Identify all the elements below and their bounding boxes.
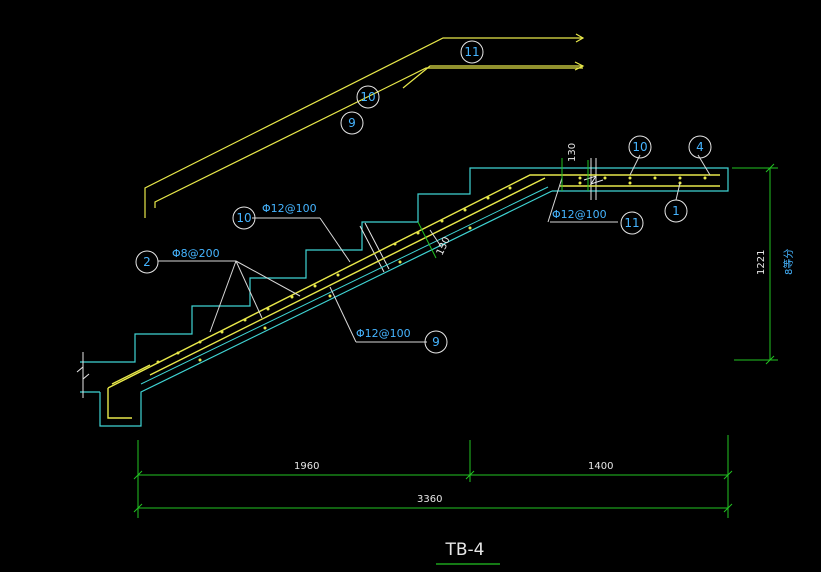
rebar-in-section — [107, 174, 720, 419]
marker-2-text: 2 — [143, 255, 151, 269]
dim-span-total: 3360 — [417, 494, 442, 505]
dim-height: 1221 — [756, 250, 767, 275]
marker-10-detail-text: 10 — [360, 90, 375, 104]
dim-span-left: 1960 — [294, 461, 319, 472]
bottom-bar-label: Φ12@100 — [356, 327, 411, 340]
landing-bar-label: Φ12@100 — [552, 208, 607, 221]
marker-9-text: 9 — [432, 335, 440, 349]
rebar-in-section-cyan — [140, 186, 549, 385]
marker-11 — [620, 211, 644, 235]
marker-10-landing — [628, 135, 652, 159]
rebar-detail-shapes — [144, 33, 585, 218]
break-marks — [76, 158, 604, 398]
bottom-bar-9 — [107, 174, 720, 389]
bar-10-arrow — [574, 61, 585, 71]
marker-circles — [135, 40, 712, 354]
stair-steps-profile — [80, 167, 729, 363]
marker-1-text: 1 — [672, 204, 680, 218]
dim-height-note: 8等分 — [782, 249, 795, 275]
dimension-lines — [133, 158, 778, 518]
bar-11-shape — [144, 37, 583, 218]
marker-9-detail-text: 9 — [348, 116, 356, 130]
concrete-outline — [80, 167, 729, 427]
marker-4-text: 4 — [696, 140, 704, 154]
top-bar-10 — [111, 364, 151, 385]
marker-2 — [135, 250, 159, 274]
marker-10-landing-text: 10 — [632, 140, 647, 154]
marker-11-detail-text: 11 — [464, 45, 479, 59]
marker-9 — [424, 330, 448, 354]
marker-10-text: 10 — [236, 211, 251, 225]
dim-slab-thickness: 130 — [435, 235, 453, 257]
marker-11-text: 11 — [624, 216, 639, 230]
distribution-bar-dots — [156, 176, 707, 364]
top-bar-label: Φ12@100 — [262, 202, 317, 215]
stirrup-label: Φ8@200 — [172, 247, 220, 260]
drawing-title: TB-4 — [445, 540, 485, 560]
marker-4 — [688, 135, 712, 159]
callout-leaders — [158, 154, 711, 343]
marker-1 — [664, 199, 688, 223]
marker-11-detail — [460, 40, 484, 64]
bar-10-shape — [402, 65, 583, 89]
dim-span-right: 1400 — [588, 461, 613, 472]
dim-landing-thickness: 130 — [567, 143, 578, 162]
stair-soffit — [99, 190, 553, 427]
bar-11-arrow — [575, 33, 585, 43]
bar-9-shape — [154, 67, 583, 208]
marker-9-detail — [340, 111, 364, 135]
marker-10 — [232, 206, 256, 230]
marker-10-detail — [356, 85, 380, 109]
